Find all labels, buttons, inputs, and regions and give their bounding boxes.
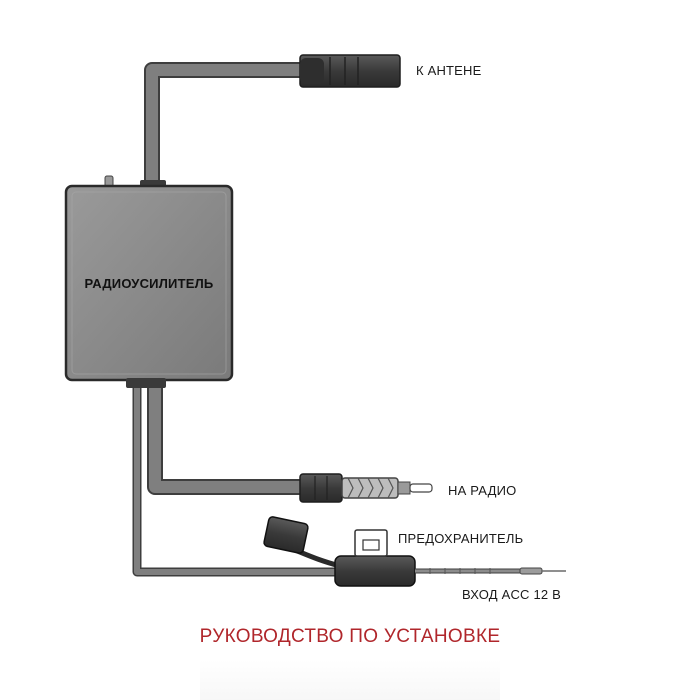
radio-cable [147, 388, 305, 495]
power-cable [132, 388, 340, 577]
fuse-label: ПРЕДОХРАНИТЕЛЬ [398, 531, 524, 546]
footer-fade [200, 660, 500, 700]
amplifier-label: РАДИОУСИЛИТЕЛЬ [84, 276, 214, 291]
antenna-connector [299, 54, 401, 88]
acc-wire [415, 567, 566, 575]
antenna-cable [144, 62, 305, 186]
antenna-label: К АНТЕНЕ [416, 63, 482, 78]
fuse-holder [263, 516, 416, 587]
radio-connector [299, 473, 433, 503]
acc-label: ВХОД ACC 12 В [462, 587, 561, 602]
box-bottom-grommet [126, 378, 166, 388]
footer-title: РУКОВОДСТВО ПО УСТАНОВКЕ [199, 626, 501, 647]
fuse-cap [263, 516, 309, 554]
radio-label: НА РАДИО [448, 483, 517, 498]
fuse-blade [354, 529, 388, 557]
